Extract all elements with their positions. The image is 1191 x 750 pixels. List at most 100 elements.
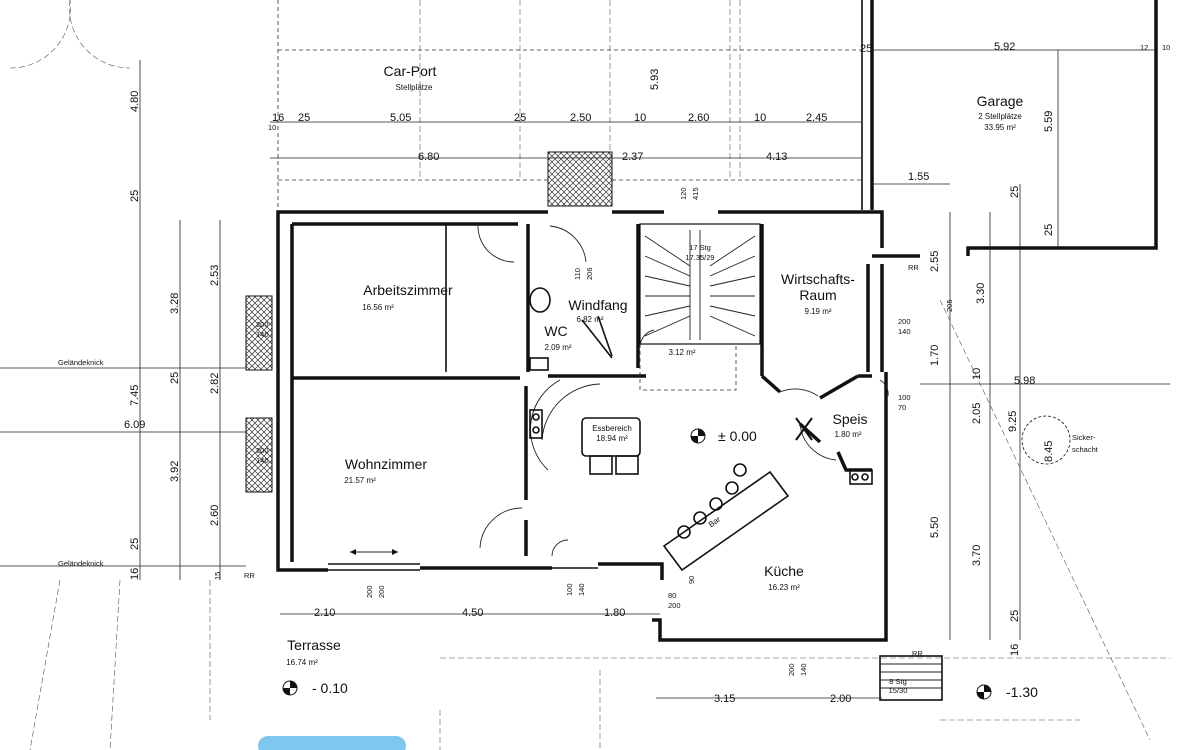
opening-6: 100 (898, 393, 911, 402)
opening-16: 140 (799, 663, 808, 676)
wohnzimmer-area: 21.57 m² (344, 476, 376, 485)
opening-21: 205 (945, 299, 954, 312)
terrasse-name: Terrasse (287, 637, 341, 653)
dim-bottom-2: 1.80 (604, 607, 625, 619)
dim-vr-0: 5.93 (649, 69, 661, 90)
interior-walls (292, 222, 872, 556)
garage-sub: 2 Stellplätze (978, 112, 1022, 121)
arbeitszimmer-name: Arbeitszimmer (363, 282, 453, 298)
dim-top-2: 5.05 (390, 112, 411, 124)
window-hatch-upper (245, 295, 273, 371)
opening-9: 200 (377, 585, 386, 598)
pool (258, 736, 406, 750)
stairs-ratio: 17.35/29 (685, 253, 714, 262)
dim-vl-6: 7.45 (129, 385, 141, 406)
opening-3: 140 (256, 456, 269, 465)
wohnzimmer-name: Wohnzimmer (345, 456, 428, 472)
opening-14: 90 (687, 576, 696, 584)
dim-top-3: 25 (514, 112, 526, 124)
opening-5: 140 (898, 327, 911, 336)
dim-vl-5: 2.82 (209, 373, 221, 394)
stairs-area: 3.12 m² (668, 348, 695, 357)
dim-bottom-0: 2.10 (314, 607, 335, 619)
opening-11: 140 (577, 583, 586, 596)
dim-top-7: 10 (754, 112, 766, 124)
carport-sub: Stellplätze (396, 83, 433, 92)
opening-17: 110 (573, 268, 582, 280)
sicker-label-2: schacht (1072, 445, 1099, 454)
bar-label: Bar (707, 514, 723, 529)
chimney-hatch (547, 151, 613, 207)
outer-stairs-steps: 8 Stg (889, 677, 907, 686)
dim-vl-9: 2.60 (209, 505, 221, 526)
dim-vr-7: 10 (971, 368, 983, 380)
dim-vr-6: 1.70 (929, 345, 941, 366)
sicker-dim: 8.45 (1043, 441, 1055, 462)
garage-name: Garage (977, 93, 1024, 109)
dim-mid-2: 4.13 (766, 151, 787, 163)
level-outside: -1.30 (1006, 684, 1038, 700)
dim-top-9: 25 (860, 43, 872, 55)
opening-18: 206 (585, 267, 594, 280)
dim-vl-0: 4.80 (129, 91, 141, 112)
opening-25: 15 (213, 572, 222, 580)
opening-12: 80 (668, 591, 676, 600)
opening-20: 415 (691, 187, 700, 200)
dim-vr-4: 2.55 (929, 251, 941, 272)
dim-top-8: 2.45 (806, 112, 827, 124)
level-terrace: - 0.10 (312, 680, 348, 696)
speis-name: Speis (832, 411, 867, 427)
garage-walls (861, 0, 1158, 256)
opening-0: 200 (256, 320, 269, 329)
wirtschaftsraum-name-2: Raum (799, 287, 836, 303)
opening-15: 200 (787, 663, 796, 676)
essbereich-name: Essbereich (592, 424, 632, 433)
dim-vr-12: 3.70 (971, 545, 983, 566)
stairs-steps: 17 Stg (689, 243, 711, 252)
dim-top-6: 2.60 (688, 112, 709, 124)
kueche-name: Küche (764, 563, 804, 579)
opening-7: 70 (898, 403, 906, 412)
dim-top-0: 16 (272, 112, 284, 124)
door-swings (477, 223, 889, 557)
wc-area: 2.09 m² (544, 343, 571, 352)
gelaendeknick-label-2: Geländeknick (58, 559, 104, 568)
dim-vl-2: 2.53 (209, 265, 221, 286)
level-markers (282, 415, 1071, 700)
dim-vl-11: 16 (129, 568, 141, 580)
opening-8: 200 (365, 585, 374, 598)
dim-bottom-3: 3.15 (714, 693, 735, 705)
essbereich-area: 18.94 m² (596, 434, 628, 443)
opening-22: 10 (268, 123, 276, 132)
dim-vl-8: 3.92 (169, 461, 181, 482)
dim-vr-11: 5.50 (929, 517, 941, 538)
speis-area: 1.80 m² (834, 430, 861, 439)
fixtures (350, 287, 873, 572)
dim-vl-1: 25 (129, 190, 141, 202)
dim-vl-7: 6.09 (124, 419, 145, 431)
dim-top-1: 25 (298, 112, 310, 124)
wirtschaftsraum-name-1: Wirtschafts- (781, 271, 855, 287)
gelaendeknick-label-1: Geländeknick (58, 358, 104, 367)
terrasse-area: 16.74 m² (286, 658, 318, 667)
dim-vr-2: 25 (1009, 186, 1021, 198)
opening-1: 140 (256, 330, 269, 339)
dim-vl-10: 25 (129, 538, 141, 550)
dim-vr-8: 5.98 (1014, 375, 1035, 387)
opening-10: 100 (565, 583, 574, 596)
stairs (639, 223, 943, 701)
opening-19: 120 (679, 187, 688, 200)
rr-label-2: RR (908, 263, 919, 272)
dim-top-4: 2.50 (570, 112, 591, 124)
dim-vl-3: 3.28 (169, 293, 181, 314)
opening-24: 10 (1162, 43, 1170, 52)
level-main: ± 0.00 (718, 428, 757, 444)
rr-label-3: RR (912, 649, 923, 658)
dim-bottom-1: 4.50 (462, 607, 483, 619)
opening-13: 200 (668, 601, 681, 610)
sicker-label-1: Sicker- (1072, 433, 1096, 442)
garage-area: 33.95 m² (984, 123, 1016, 132)
windfang-area: 6.82 m² (576, 315, 603, 324)
